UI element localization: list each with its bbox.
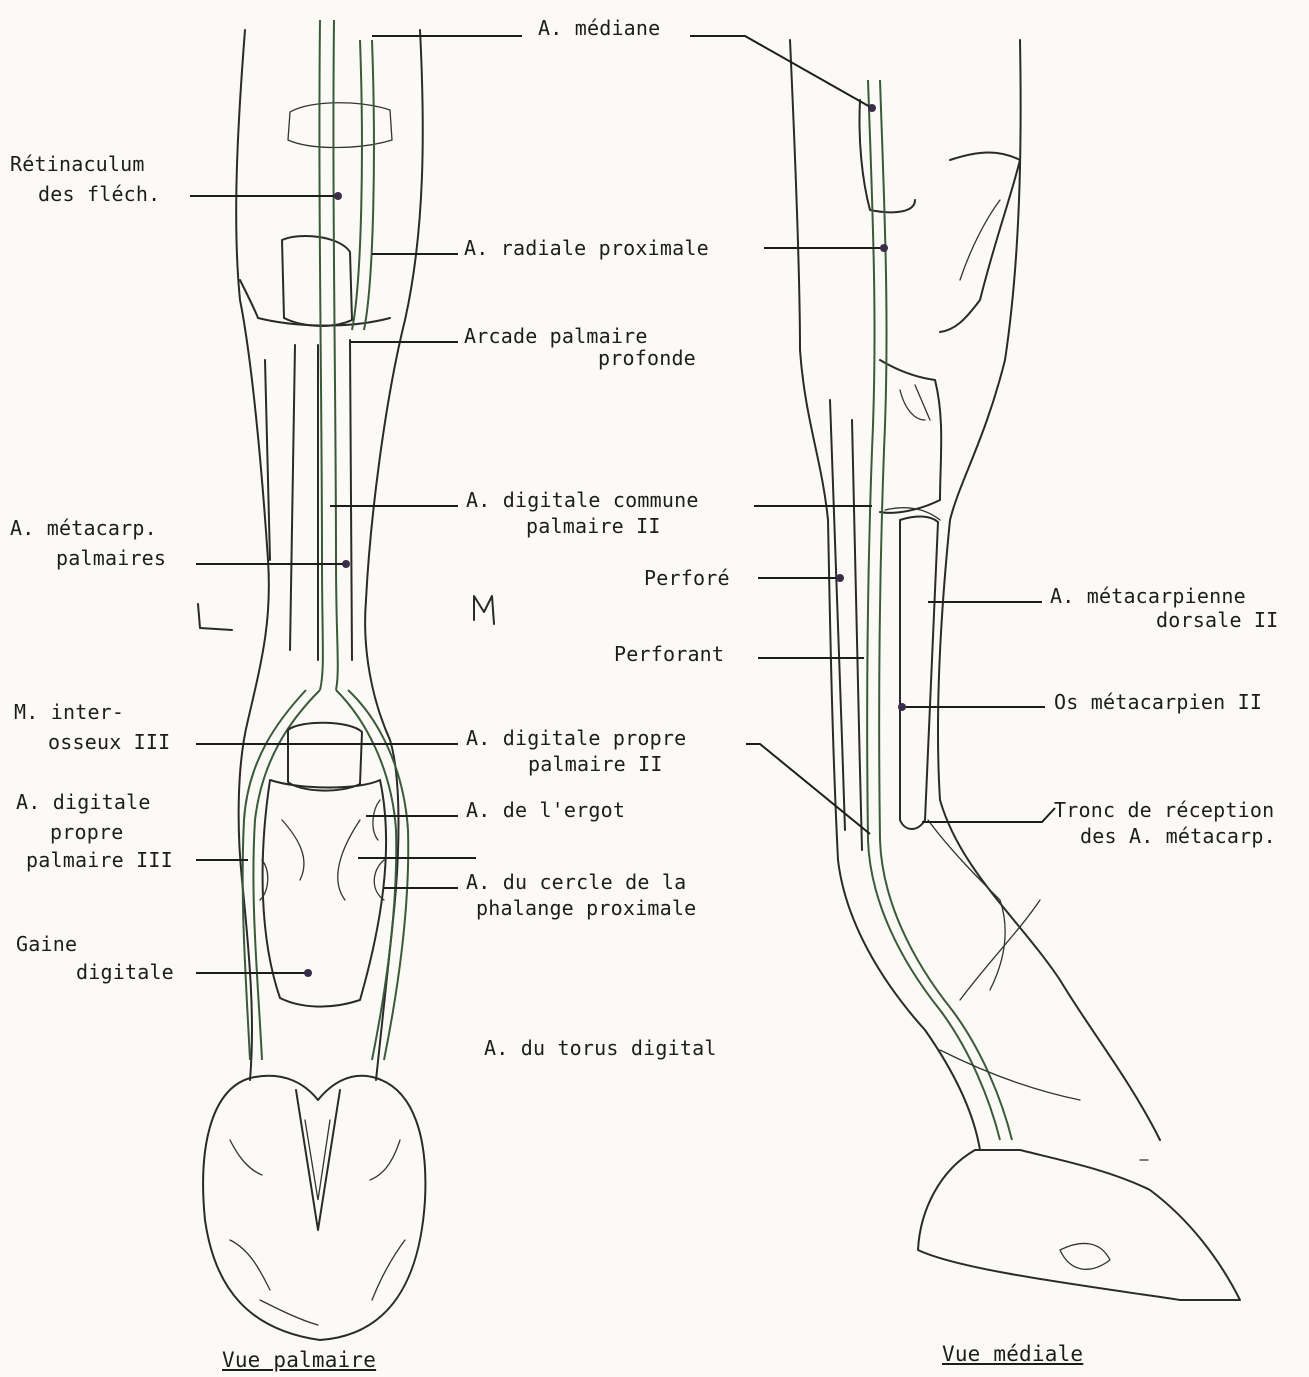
label-digitale-propre-III-line2: propre xyxy=(50,818,123,846)
label-digitale-propre-II-line2: palmaire II xyxy=(528,750,663,778)
label-digitale-propre-II-line1: A. digitale propre xyxy=(466,724,686,752)
mark-L-stroke xyxy=(198,604,232,630)
label-gaine-line2: digitale xyxy=(76,958,174,986)
label-tronc-line1: Tronc de réception xyxy=(1054,796,1274,824)
label-digitale-propre-III-line1: A. digitale xyxy=(16,788,151,816)
medial-view-drawing xyxy=(790,40,1240,1300)
label-interosseux-line2: osseux III xyxy=(48,728,170,756)
label-metacarp-palm-line2: palmaires xyxy=(56,544,166,572)
label-tronc-line2: des A. métacarp. xyxy=(1080,822,1276,850)
medial-hoof-outline xyxy=(918,1150,1240,1300)
caption-vue-palmaire: Vue palmaire xyxy=(222,1346,376,1374)
mark-M-stroke xyxy=(474,596,494,624)
label-digitale-commune-line1: A. digitale commune xyxy=(466,486,699,514)
label-torus: A. du torus digital xyxy=(484,1034,717,1062)
label-digitale-propre-III-line3: palmaire III xyxy=(26,846,173,874)
palmar-view-drawing xyxy=(203,20,425,1340)
label-perfore: Perforé xyxy=(644,564,730,592)
label-gaine-line1: Gaine xyxy=(16,930,77,958)
label-radiale-proximale: A. radiale proximale xyxy=(464,234,709,262)
caption-vue-mediale: Vue médiale xyxy=(942,1340,1083,1368)
label-a-mediane: A. médiane xyxy=(538,14,660,42)
label-perforant: Perforant xyxy=(614,640,724,668)
label-metacarp-dorsale-line2: dorsale II xyxy=(1156,606,1278,634)
label-cercle-line1: A. du cercle de la xyxy=(466,868,686,896)
label-cercle-line2: phalange proximale xyxy=(476,894,696,922)
label-ergot: A. de l'ergot xyxy=(466,796,625,824)
label-retinaculum-line1: Rétinaculum xyxy=(10,150,145,178)
label-metacarp-palm-line1: A. métacarp. xyxy=(10,514,157,542)
splint-bone-outline xyxy=(900,516,938,829)
label-digitale-commune-line2: palmaire II xyxy=(526,512,661,540)
label-arcade-line2: profonde xyxy=(598,344,696,372)
label-os-metacarpien: Os métacarpien II xyxy=(1054,688,1262,716)
label-retinaculum-line2: des fléch. xyxy=(38,180,160,208)
label-interosseux-line1: M. inter- xyxy=(14,698,124,726)
